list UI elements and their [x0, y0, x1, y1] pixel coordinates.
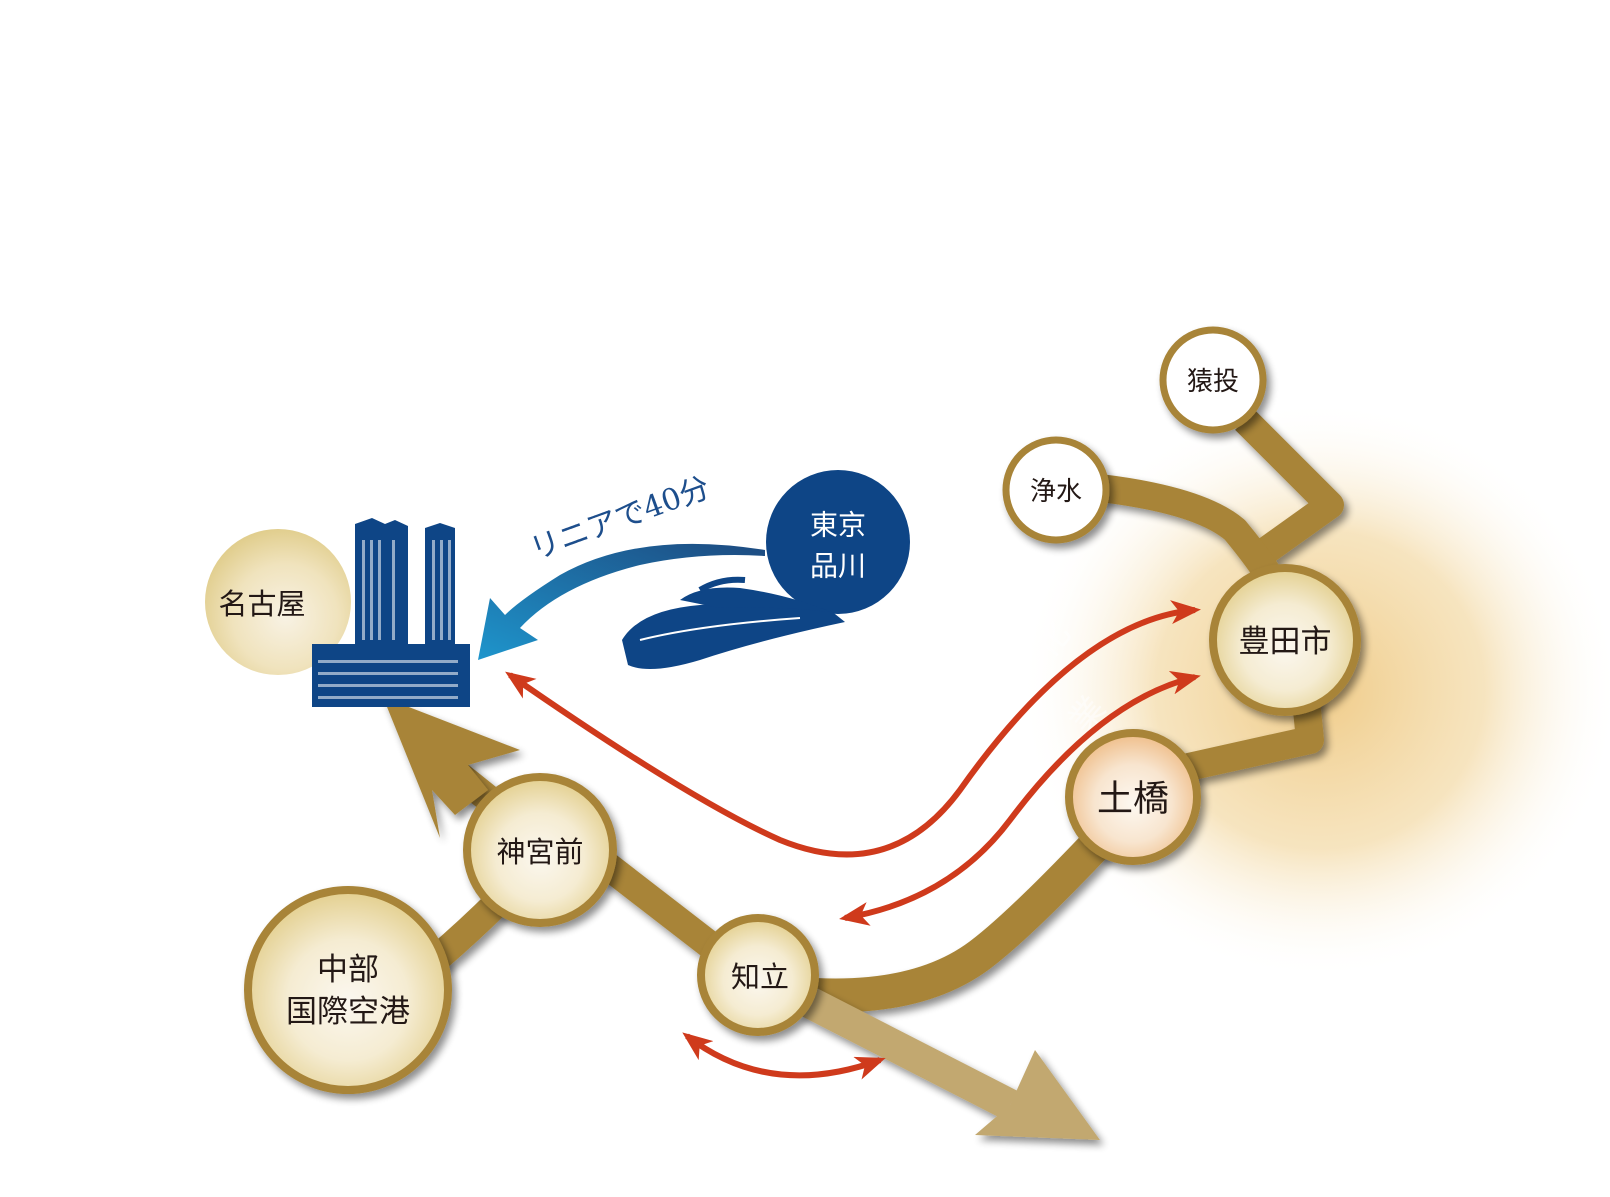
station-chiryu-label: 知立	[731, 960, 789, 994]
commute-arrows	[505, 600, 1201, 1080]
station-sanage-label: 猿投	[1187, 367, 1239, 397]
station-jingumae-label: 神宮前	[496, 835, 583, 869]
station-jingumae[interactable]	[463, 773, 617, 927]
arrow-to-nagoya	[383, 697, 520, 838]
station-sanage[interactable]	[1159, 326, 1267, 434]
commute-arrow-chiryu-toyotashi	[839, 670, 1201, 926]
station-chiryu[interactable]	[697, 914, 819, 1036]
route-jingumae-centrair	[425, 890, 510, 971]
commute-arrow-chiryu-local	[682, 1032, 886, 1080]
route-josui-toyotashi	[1098, 474, 1288, 593]
route-chiryu-jingumae	[591, 848, 719, 957]
station-josui-label: 浄水	[1030, 477, 1082, 507]
route-sanage-toyotashi	[1235, 410, 1344, 567]
station-centrair[interactable]	[244, 886, 452, 1094]
station-josui[interactable]	[1002, 436, 1110, 544]
station-centrair-label-line1: 中部	[317, 952, 379, 988]
station-toyotashi-label: 豊田市	[1239, 624, 1332, 660]
station-tokyo-label: 東京	[810, 509, 866, 542]
nagoya-towers-icon	[312, 518, 470, 707]
station-toyotashi[interactable]	[1209, 564, 1361, 716]
station-centrair-label-line2: 国際空港	[286, 994, 410, 1030]
station-nagoya-circle[interactable]	[205, 529, 351, 675]
station-tokyo-shinagawa-circle[interactable]	[766, 470, 910, 614]
route-southeast-arrow	[797, 985, 1100, 1140]
station-nagoya-label: 名古屋	[218, 587, 305, 621]
station-tsuchihashi-label: 土橋	[1097, 779, 1169, 820]
station-tsuchihashi[interactable]	[1065, 729, 1201, 865]
maglev-train-icon	[622, 576, 845, 669]
station-shinagawa-label: 品川	[810, 550, 866, 583]
